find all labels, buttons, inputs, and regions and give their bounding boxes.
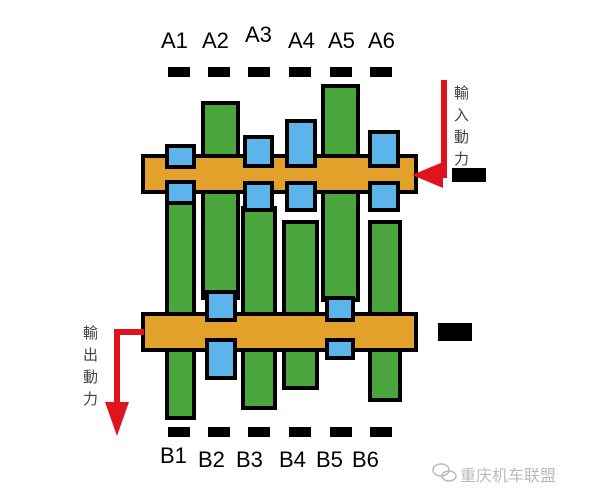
input-arrow xyxy=(412,80,447,188)
label-a6: A6 xyxy=(368,28,395,53)
gear-b5-blue-bottom xyxy=(325,338,355,360)
watermark-text: 重庆机车联盟 xyxy=(460,466,556,485)
watermark: 重庆机车联盟 xyxy=(432,463,556,485)
gear-a1-blue-bottom xyxy=(165,180,196,205)
gear-a6-blue-bottom xyxy=(368,181,400,212)
svg-text:力: 力 xyxy=(83,390,98,408)
label-a4: A4 xyxy=(288,28,315,53)
gear-a2-green xyxy=(201,101,240,300)
gear-b2-blue-top xyxy=(205,290,237,322)
gear-b6-green xyxy=(368,220,402,402)
label-a2: A2 xyxy=(202,28,229,53)
label-a5: A5 xyxy=(328,28,355,53)
svg-text:動: 動 xyxy=(454,128,469,146)
small-label-blocks xyxy=(168,67,486,437)
gear-a4-blue-top xyxy=(285,119,317,168)
input-power-text: 輸 入 動 力 xyxy=(454,84,469,168)
blue-gears xyxy=(165,119,400,380)
label-b5: B5 xyxy=(316,447,343,472)
svg-text:入: 入 xyxy=(454,106,469,124)
gear-b4-green xyxy=(282,220,319,390)
output-power-text: 輸 出 動 力 xyxy=(83,324,98,408)
gear-b3-green xyxy=(241,206,277,410)
output-shaft xyxy=(141,312,418,352)
gear-a1-b1-green xyxy=(165,201,196,420)
label-a3: A3 xyxy=(245,22,272,47)
label-b4: B4 xyxy=(279,447,306,472)
label-b6: B6 xyxy=(352,447,379,472)
label-b1: B1 xyxy=(160,443,187,468)
svg-text:輸: 輸 xyxy=(454,84,469,102)
gear-a1-blue-top xyxy=(165,144,196,169)
bottom-labels: B1 B2 B3 B4 B5 B6 xyxy=(160,443,379,472)
top-labels: A1 A2 A3 A4 A5 A6 xyxy=(161,22,395,53)
gear-a3-blue-bottom xyxy=(243,181,274,212)
svg-text:輸: 輸 xyxy=(83,324,98,342)
label-b2: B2 xyxy=(198,447,225,472)
output-arrow xyxy=(105,329,144,436)
gear-a3-blue-top xyxy=(243,135,274,168)
gear-a6-blue-top xyxy=(368,130,400,168)
label-a1: A1 xyxy=(161,28,188,53)
gear-b2-blue-bottom xyxy=(205,338,237,380)
label-b3: B3 xyxy=(236,447,263,472)
svg-text:出: 出 xyxy=(83,346,98,364)
wechat-icon xyxy=(432,463,457,482)
svg-text:動: 動 xyxy=(83,368,98,386)
green-gears xyxy=(165,84,402,420)
gear-a4-blue-bottom xyxy=(285,181,317,212)
gear-b5-blue-top xyxy=(325,296,355,322)
svg-text:力: 力 xyxy=(454,150,469,168)
